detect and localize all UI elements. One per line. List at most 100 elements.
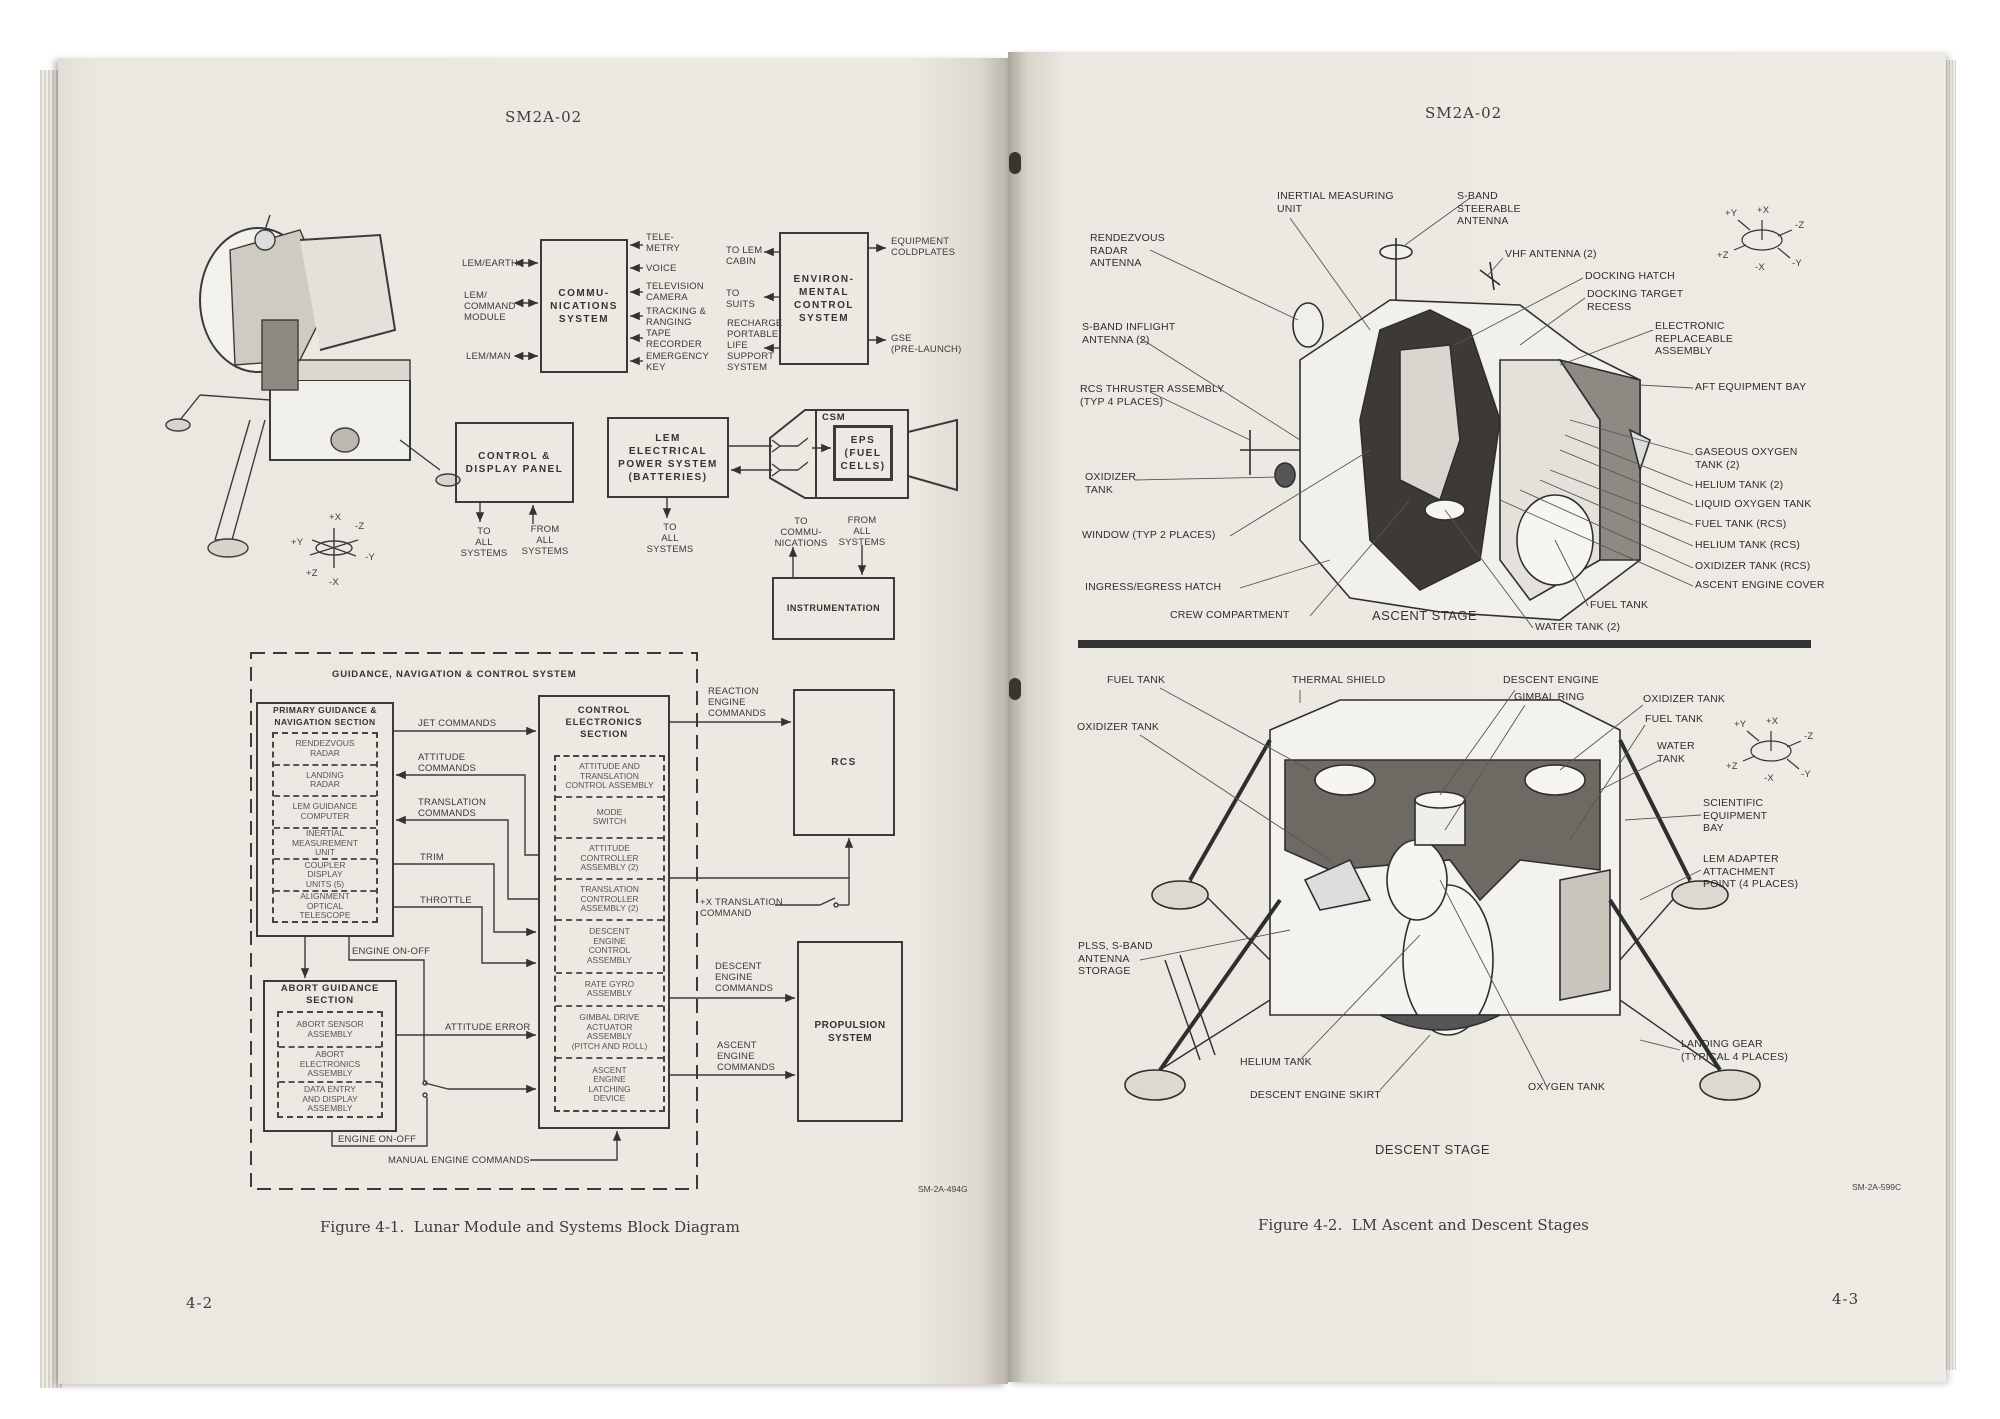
primary-guidance-components: RENDEZVOUS RADAR LANDING RADAR LEM GUIDA… xyxy=(272,732,378,923)
axis-label: -Y xyxy=(1801,769,1811,780)
component-item: RATE GYRO ASSEMBLY xyxy=(556,974,663,1007)
signal-label: GSE (PRE-LAUNCH) xyxy=(891,333,962,355)
axis-label: -Z xyxy=(1804,731,1814,742)
signal-label: JET COMMANDS xyxy=(418,718,497,729)
component-item: ALIGNMENT OPTICAL TELESCOPE xyxy=(299,891,351,920)
callout-label: ELECTRONIC REPLACEABLE ASSEMBLY xyxy=(1655,320,1734,357)
callout-label: FUEL TANK xyxy=(1107,674,1166,686)
callout-label: INGRESS/EGRESS HATCH xyxy=(1085,581,1222,593)
callout-label: DOCKING HATCH xyxy=(1585,270,1675,282)
axis-label: -X xyxy=(329,577,339,588)
callout-label: OXIDIZER TANK (RCS) xyxy=(1695,560,1811,572)
signal-label: TRACKING & RANGING xyxy=(646,306,707,328)
component-item: LEM GUIDANCE COMPUTER xyxy=(274,797,376,829)
control-display-panel-box: CONTROL & DISPLAY PANEL xyxy=(455,422,574,503)
axis-label: -Y xyxy=(365,552,375,563)
axis-label: +X xyxy=(329,512,342,523)
callout-label: WATER TANK (2) xyxy=(1535,621,1621,633)
signal-label: LEM/EARTH xyxy=(462,258,518,269)
page-header: SM2A-02 xyxy=(1425,104,1503,122)
component-item: LANDING RADAR xyxy=(274,766,376,797)
callout-label: INERTIAL MEASURING UNIT xyxy=(1277,190,1394,215)
ascent-leader-lines xyxy=(1134,197,1694,629)
environmental-control-system-box: ENVIRON- MENTAL CONTROL SYSTEM xyxy=(779,232,869,365)
rcs-box: RCS xyxy=(793,689,895,836)
communications-system-box: COMMU- NICATIONS SYSTEM xyxy=(540,239,628,373)
signal-label: TO LEM CABIN xyxy=(726,245,763,267)
callout-label: OXIDIZER TANK xyxy=(1085,471,1137,496)
signal-label: +X TRANSLATION COMMAND xyxy=(700,897,783,919)
abort-guidance-components: ABORT SENSOR ASSEMBLY ABORT ELECTRONICS … xyxy=(277,1011,383,1118)
signal-label: RECHARGE PORTABLE LIFE SUPPORT SYSTEM xyxy=(727,318,783,373)
callout-label: ASCENT ENGINE COVER xyxy=(1695,579,1825,591)
ascent-stage-title: ASCENT STAGE xyxy=(1372,608,1478,623)
page-number: 4-3 xyxy=(1832,1290,1860,1308)
signal-label: TELE- METRY xyxy=(646,232,681,254)
propulsion-system-box: PROPULSION SYSTEM xyxy=(797,941,903,1122)
gnc-title: GUIDANCE, NAVIGATION & CONTROL SYSTEM xyxy=(332,669,577,680)
signal-label: LEM/MAN xyxy=(466,351,511,362)
component-item: MODE SWITCH xyxy=(556,798,663,839)
component-item: RENDEZVOUS RADAR xyxy=(274,734,376,766)
signal-label: VOICE xyxy=(646,263,677,274)
signal-label: FROM ALL SYSTEMS xyxy=(521,524,569,557)
axis-label: +X xyxy=(1766,716,1779,727)
binding-hole xyxy=(1009,678,1021,700)
abort-guidance-section xyxy=(263,980,397,1132)
drawing-id: SM-2A-599C xyxy=(1852,1182,1902,1192)
callout-label: LANDING GEAR (TYPICAL 4 PLACES) xyxy=(1681,1038,1789,1063)
signal-label: DESCENT ENGINE COMMANDS xyxy=(715,961,774,994)
descent-stage-title: DESCENT STAGE xyxy=(1375,1142,1491,1157)
component-item: GIMBAL DRIVE ACTUATOR ASSEMBLY (PITCH AN… xyxy=(556,1007,663,1060)
signal-label: TAPE RECORDER xyxy=(646,328,702,350)
signal-label: MANUAL ENGINE COMMANDS xyxy=(388,1155,530,1166)
signal-label: ASCENT ENGINE COMMANDS xyxy=(717,1040,776,1073)
signal-label: ATTITUDE ERROR xyxy=(445,1022,531,1033)
page-header: SM2A-02 xyxy=(505,108,583,126)
callout-label: THERMAL SHIELD xyxy=(1292,674,1386,686)
axis-label: -Z xyxy=(355,521,365,532)
callout-label: OXIDIZER TANK xyxy=(1077,721,1160,733)
signal-label: TO COMMU- NICATIONS xyxy=(774,516,828,549)
signal-label: TO ALL SYSTEMS xyxy=(460,526,508,559)
csm-label: CSM xyxy=(822,412,846,423)
signal-label: EQUIPMENT COLDPLATES xyxy=(891,236,956,258)
component-item: ASCENT ENGINE LATCHING DEVICE xyxy=(588,1064,631,1104)
figure-caption: Figure 4-2. LM Ascent and Descent Stages xyxy=(1258,1216,1589,1234)
axis-label: +Z xyxy=(1726,761,1738,772)
axis-label: -X xyxy=(1764,773,1774,784)
callout-label: FUEL TANK xyxy=(1590,599,1649,611)
component-item: TRANSLATION CONTROLLER ASSEMBLY (2) xyxy=(556,880,663,921)
page-edges-left xyxy=(40,70,62,1388)
component-item: DATA ENTRY AND DISPLAY ASSEMBLY xyxy=(302,1084,358,1114)
callout-label: GASEOUS OXYGEN TANK (2) xyxy=(1695,446,1798,471)
page-edges-right xyxy=(1944,60,1956,1370)
binding-hole xyxy=(1009,152,1021,174)
control-electronics-section xyxy=(538,695,670,1129)
signal-label: TO SUITS xyxy=(726,288,755,310)
control-electronics-components: ATTITUDE AND TRANSLATION CONTROL ASSEMBL… xyxy=(554,755,665,1112)
axis-label: +Y xyxy=(291,537,304,548)
component-item: ATTITUDE CONTROLLER ASSEMBLY (2) xyxy=(556,839,663,880)
lunar-module-illustration xyxy=(165,214,461,568)
callout-label: AFT EQUIPMENT BAY xyxy=(1695,381,1807,393)
signal-label: ATTITUDE COMMANDS xyxy=(418,752,477,774)
callout-label: HELIUM TANK xyxy=(1240,1056,1312,1068)
signal-label: ENGINE ON-OFF xyxy=(338,1134,417,1145)
component-item: INERTIAL MEASUREMENT UNIT xyxy=(274,828,376,860)
signal-label: REACTION ENGINE COMMANDS xyxy=(708,686,767,719)
electrical-power-system-box: LEM ELECTRICAL POWER SYSTEM (BATTERIES) xyxy=(607,417,729,498)
signal-label: TELEVISION CAMERA xyxy=(646,281,704,303)
primary-guidance-section xyxy=(256,702,394,937)
drawing-id: SM-2A-494G xyxy=(918,1184,968,1194)
callout-label: GIMBAL RING xyxy=(1514,691,1585,703)
signal-label: TRIM xyxy=(420,852,445,863)
callout-label: HELIUM TANK (RCS) xyxy=(1695,539,1801,551)
abort-guidance-title: ABORT GUIDANCE SECTION xyxy=(280,983,380,1006)
csm-eps-fuel-cells-box: EPS (FUEL CELLS) xyxy=(833,425,893,481)
callout-label: LIQUID OXYGEN TANK xyxy=(1695,498,1812,510)
axis-label: +Z xyxy=(306,568,318,579)
instrumentation-box: INSTRUMENTATION xyxy=(772,577,895,640)
page-number: 4-2 xyxy=(186,1294,214,1312)
